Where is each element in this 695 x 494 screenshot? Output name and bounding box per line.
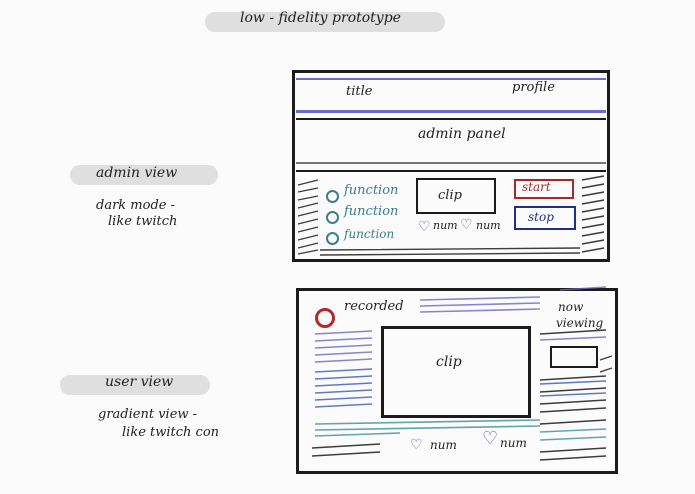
function-radio-3[interactable] [326, 232, 339, 245]
admin-like-count-1: num [433, 219, 458, 232]
function-label-3[interactable]: function [344, 227, 395, 241]
start-label: start [522, 180, 551, 194]
admin-view-label: admin view [96, 165, 178, 181]
viewer-count-box [550, 346, 598, 368]
admin-panel-divider [296, 118, 606, 120]
stop-label: stop [528, 210, 554, 224]
admin-description-line2: like twitch [108, 214, 178, 229]
user-clip-player[interactable] [381, 326, 531, 418]
user-mock-frame [296, 288, 618, 474]
recorded-label: recorded [344, 299, 404, 314]
user-like-count-1: num [430, 438, 457, 452]
admin-mock-title: title [346, 84, 373, 99]
start-button[interactable] [514, 179, 574, 199]
user-clip-label: clip [436, 354, 462, 370]
admin-header-bar [296, 78, 606, 113]
record-icon [315, 308, 335, 328]
admin-panel-divider-lower [296, 162, 606, 172]
now-viewing-label-line1: now [558, 300, 584, 314]
admin-clip-label: clip [438, 188, 462, 203]
user-description-line1: gradient view - [98, 407, 198, 422]
now-viewing-label-line2: viewing [556, 316, 604, 330]
admin-like-count-2: num [476, 219, 501, 232]
stop-button[interactable] [514, 206, 576, 230]
function-radio-2[interactable] [326, 211, 339, 224]
admin-panel-label: admin panel [418, 126, 506, 142]
function-radio-1[interactable] [326, 190, 339, 203]
user-view-label: user view [105, 374, 174, 390]
admin-label-highlight [70, 165, 218, 185]
heart-icon[interactable]: ♡ [460, 217, 473, 233]
title-highlight [205, 12, 445, 32]
user-description-line2: like twitch con [122, 425, 220, 440]
function-label-1[interactable]: function [344, 183, 399, 198]
user-label-highlight [60, 375, 210, 395]
heart-icon[interactable]: ♡ [482, 428, 499, 449]
user-like-count-2: num [500, 436, 527, 450]
heart-icon[interactable]: ♡ [410, 437, 423, 453]
heart-icon[interactable]: ♡ [418, 219, 431, 235]
admin-mock-frame [292, 70, 610, 262]
function-label-2[interactable]: function [344, 204, 399, 219]
admin-description-line1: dark mode - [96, 198, 175, 213]
admin-clip-button[interactable] [416, 178, 496, 214]
page-title: low - fidelity prototype [240, 10, 401, 26]
admin-mock-profile: profile [512, 80, 555, 95]
